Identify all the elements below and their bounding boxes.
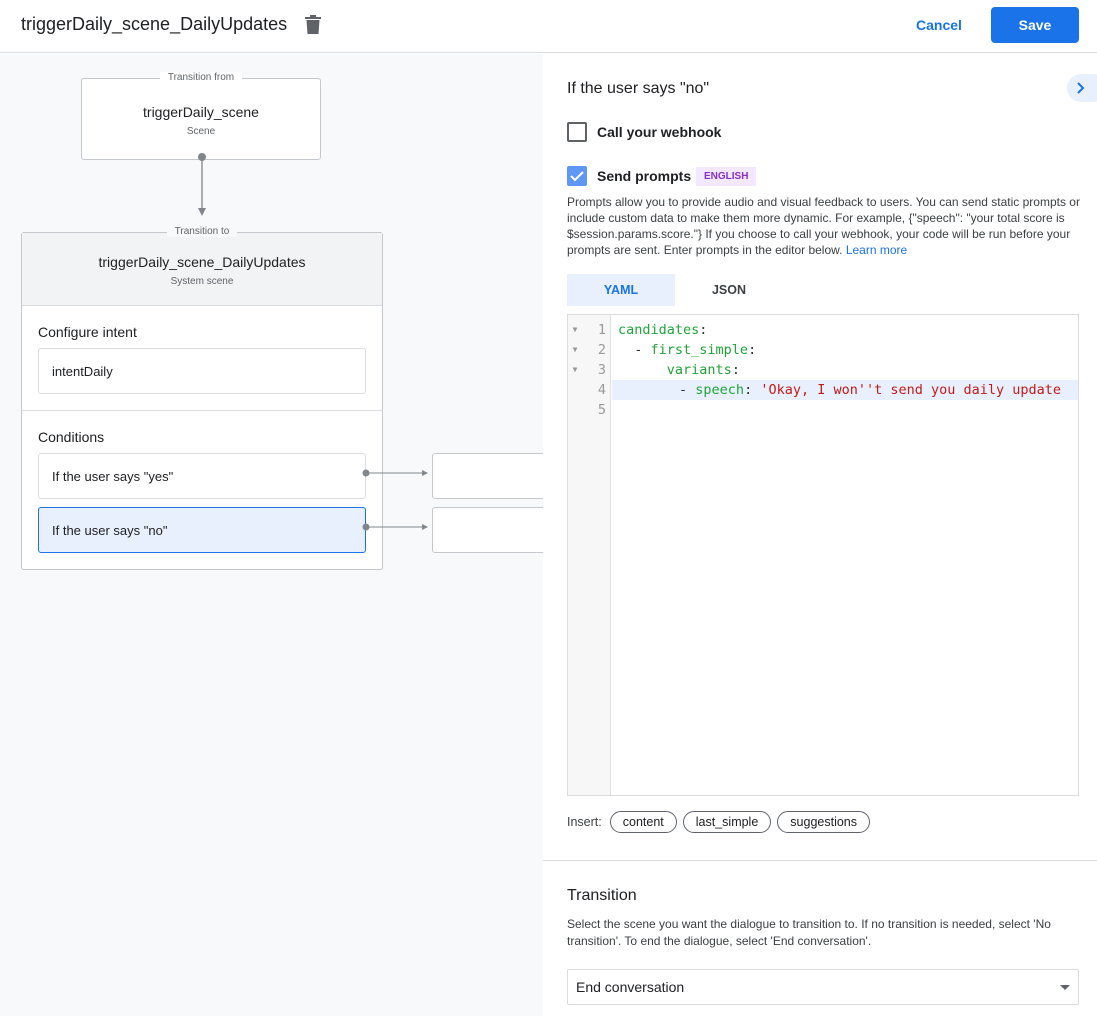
- no-target-node[interactable]: [432, 507, 543, 553]
- save-button[interactable]: Save: [991, 7, 1079, 43]
- condition-panel: If the user says "no" Call your webhook …: [543, 54, 1097, 1016]
- send-prompts-checkbox[interactable]: [567, 166, 587, 186]
- transition-from-node[interactable]: Transition from triggerDaily_scene Scene: [81, 72, 321, 160]
- yes-target-node[interactable]: [432, 453, 543, 499]
- transition-heading: Transition: [567, 887, 637, 904]
- check-icon: [570, 171, 584, 182]
- code-indent: -: [614, 382, 696, 398]
- code-punct: :: [731, 362, 740, 378]
- description-text: Prompts allow you to provide audio and v…: [567, 195, 1080, 257]
- intent-field[interactable]: intentDaily: [38, 348, 366, 394]
- fold-arrow-icon: ▼: [572, 325, 578, 334]
- code-line: ▼ 2 - first_simple:: [568, 340, 1078, 360]
- line-number: 4: [597, 382, 606, 398]
- code-punct: :: [748, 342, 757, 358]
- code-punct: :: [699, 322, 708, 338]
- code-indent: -: [618, 342, 651, 358]
- panel-title: If the user says "no": [567, 80, 710, 97]
- code-line: 4 - speech: 'Okay, I won''t send you dai…: [598, 380, 1078, 400]
- code-string: 'Okay, I won''t send you daily update: [760, 382, 1062, 398]
- from-scene-name: triggerDaily_scene: [143, 104, 259, 120]
- transition-select[interactable]: End conversation: [567, 969, 1079, 1005]
- transition-from-label: Transition from: [159, 72, 243, 83]
- transition-select-value: End conversation: [576, 979, 685, 995]
- divider: [543, 860, 1097, 861]
- prompts-description: Prompts allow you to provide audio and v…: [567, 194, 1082, 258]
- learn-more-link[interactable]: Learn more: [845, 243, 908, 257]
- configure-intent-heading: Configure intent: [38, 324, 137, 340]
- insert-suggestions-chip[interactable]: suggestions: [777, 811, 871, 833]
- condition-connectors: [362, 469, 428, 531]
- line-number: 3: [597, 362, 606, 378]
- header: triggerDaily_scene_DailyUpdates Cancel S…: [0, 0, 1097, 53]
- cancel-button[interactable]: Cancel: [916, 17, 962, 33]
- code-key: speech: [695, 382, 745, 398]
- code-editor[interactable]: ▼ 1 candidates: ▼ 2 - first_simple: ▼ 3 varian…: [567, 314, 1079, 796]
- dropdown-arrow-icon: [1060, 985, 1070, 990]
- transition-to-node: Transition to triggerDaily_scene_DailyUp…: [21, 226, 383, 570]
- fold-arrow-icon: ▼: [572, 345, 578, 354]
- code-key: first_simple: [650, 342, 749, 358]
- line-number: 2: [597, 342, 606, 358]
- condition-yes[interactable]: If the user says "yes": [38, 453, 366, 499]
- send-prompts-label: Send prompts: [597, 168, 692, 184]
- code-line: ▼ 1 candidates:: [568, 320, 1078, 340]
- transition-arrow: [198, 153, 206, 216]
- collapse-panel-button[interactable]: [1067, 74, 1097, 102]
- condition-no[interactable]: If the user says "no": [38, 507, 366, 553]
- insert-last-simple-chip[interactable]: last_simple: [682, 811, 772, 833]
- tab-json[interactable]: JSON: [711, 283, 747, 297]
- code-indent: [618, 362, 667, 378]
- page-title: triggerDaily_scene_DailyUpdates: [21, 14, 288, 34]
- fold-arrow-icon: ▼: [572, 365, 578, 374]
- to-scene-name: triggerDaily_scene_DailyUpdates: [98, 254, 306, 270]
- line-number: 1: [597, 322, 606, 338]
- scene-canvas: Transition from triggerDaily_scene Scene…: [0, 54, 543, 1016]
- chevron-right-icon: [1077, 82, 1085, 94]
- insert-content-chip[interactable]: content: [609, 811, 677, 833]
- editor-gutter: [568, 315, 611, 795]
- webhook-label: Call your webhook: [597, 124, 722, 140]
- insert-label: Insert:: [567, 815, 602, 829]
- tab-yaml[interactable]: YAML: [567, 274, 675, 306]
- webhook-checkbox[interactable]: [567, 122, 587, 142]
- to-scene-type: System scene: [170, 276, 234, 287]
- code-line: 5: [568, 400, 1078, 420]
- trash-icon[interactable]: [305, 15, 321, 35]
- code-punct: :: [744, 382, 761, 398]
- code-key: candidates: [618, 322, 700, 338]
- conditions-heading: Conditions: [38, 429, 105, 445]
- transition-description: Select the scene you want the dialogue t…: [567, 917, 1051, 948]
- from-scene-type: Scene: [186, 126, 216, 137]
- language-badge: ENGLISH: [696, 167, 757, 186]
- code-key: variants: [666, 362, 732, 378]
- transition-to-label: Transition to: [166, 226, 238, 237]
- code-line: ▼ 3 variants:: [568, 360, 1078, 380]
- insert-row: Insert: content last_simple suggestions: [567, 811, 876, 833]
- line-number: 5: [597, 402, 606, 418]
